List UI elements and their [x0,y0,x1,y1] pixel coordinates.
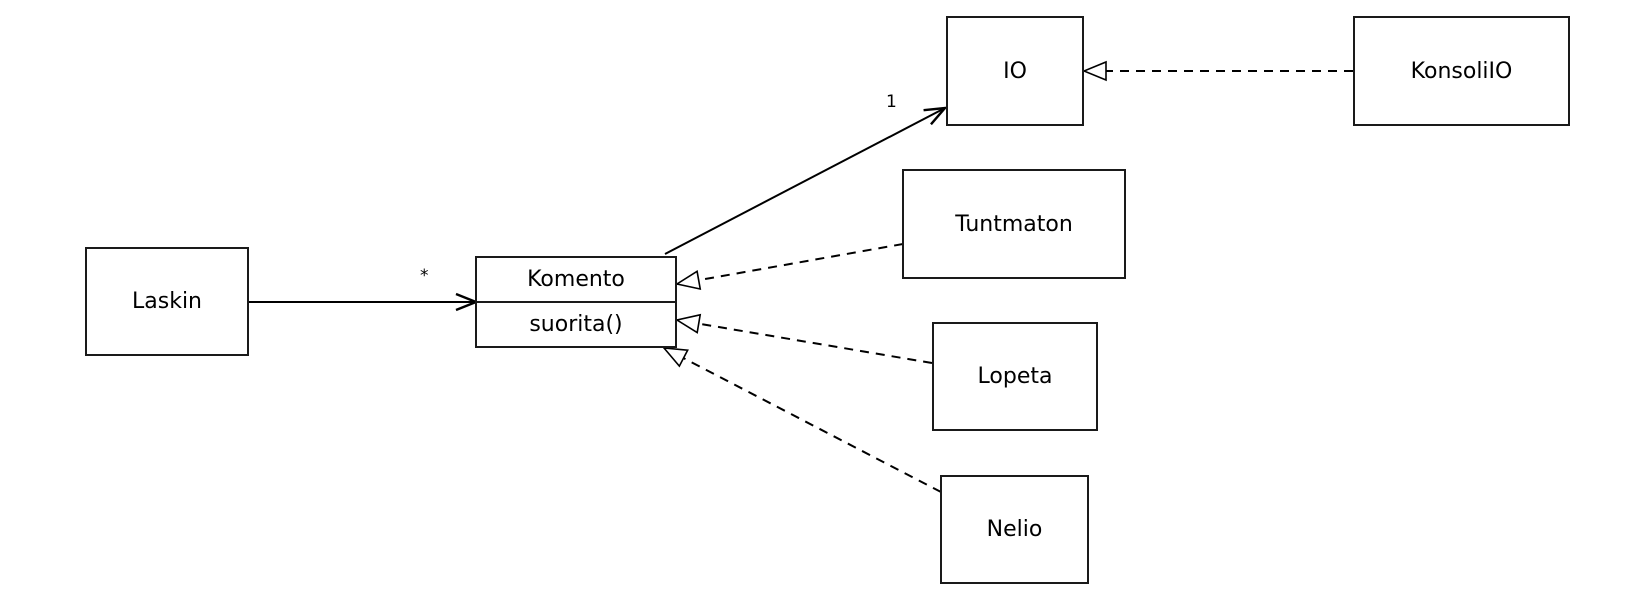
realization-lopeta-komento [677,320,933,364]
realization-tuntmaton-komento [677,243,904,284]
realization-nelio-komento [664,348,942,493]
class-laskin-name: Laskin [132,289,202,314]
multiplicity-one: 1 [886,92,897,112]
class-komento-method: suorita() [529,312,623,337]
class-konsoli-io[interactable]: KonsoliIO [1353,16,1570,126]
class-lopeta-name: Lopeta [977,364,1053,389]
class-tuntmaton[interactable]: Tuntmaton [902,169,1126,279]
class-lopeta[interactable]: Lopeta [932,322,1098,431]
class-nelio-name: Nelio [986,517,1043,542]
class-konsoli-io-name: KonsoliIO [1410,58,1513,84]
class-io-name: IO [1003,58,1027,84]
association-komento-io [664,108,945,255]
class-tuntmaton-name: Tuntmaton [955,211,1073,237]
multiplicity-many: * [420,266,429,286]
class-nelio[interactable]: Nelio [940,475,1089,584]
class-komento-name: Komento [477,258,675,303]
class-laskin[interactable]: Laskin [85,247,249,356]
class-komento[interactable]: Komento suorita() [475,256,677,348]
class-io[interactable]: IO [946,16,1084,126]
